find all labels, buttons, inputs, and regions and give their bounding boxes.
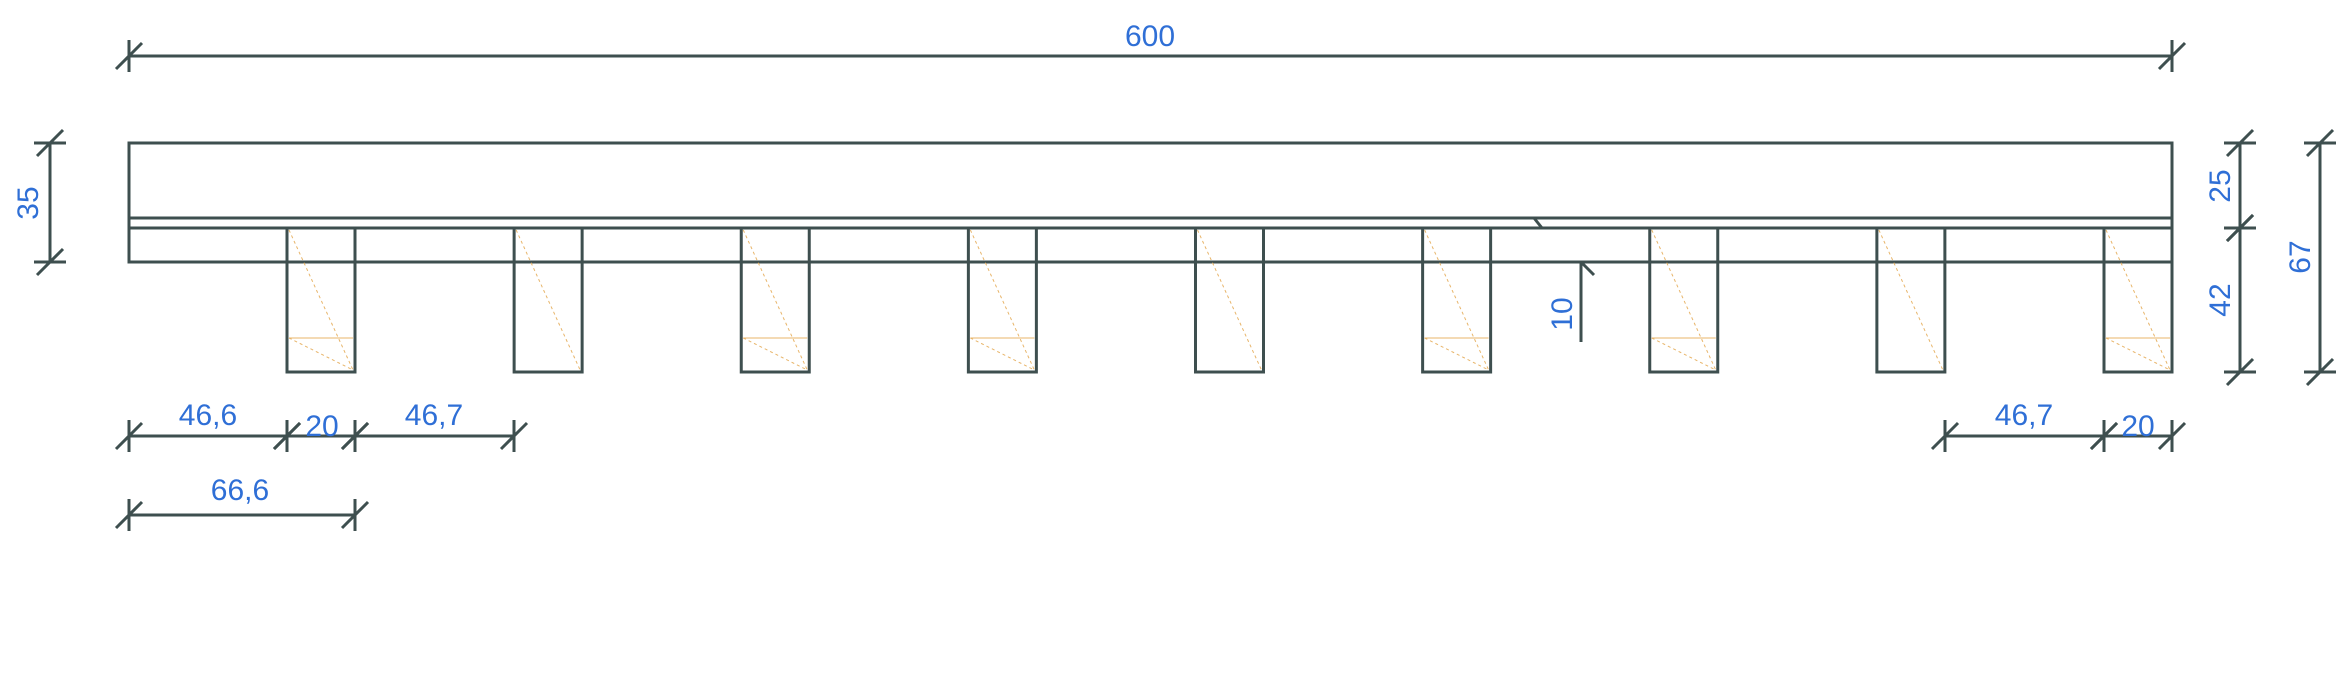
dim-recess: 10	[1546, 297, 1579, 330]
dim-tick	[2157, 421, 2187, 451]
dim-slab-thickness: 35	[12, 186, 45, 219]
dim-tick	[35, 247, 65, 277]
dim-tick	[2157, 41, 2187, 71]
joist	[1875, 226, 1947, 374]
dim-tick	[272, 421, 302, 451]
joist	[512, 226, 584, 374]
joist	[966, 226, 1038, 374]
lower-slab-layer	[127, 226, 2174, 264]
dim-tick	[114, 41, 144, 71]
joists	[285, 226, 2174, 374]
joist	[1648, 226, 1720, 374]
dim-tick	[2089, 421, 2119, 451]
dim-gap-left: 46,6	[179, 399, 237, 432]
dim-top-layer: 25	[2204, 169, 2237, 202]
cut-mark	[1532, 217, 1544, 229]
dim-tick	[2305, 357, 2335, 387]
dim-tick	[35, 128, 65, 158]
dim-tick	[499, 421, 529, 451]
dim-tick	[114, 500, 144, 530]
joist	[285, 226, 357, 374]
dim-joist-below: 42	[2204, 283, 2237, 316]
slab-structure	[127, 141, 2174, 264]
dim-gap-second: 46,7	[405, 399, 463, 432]
upper-slab	[127, 141, 2174, 220]
dim-tick	[2225, 357, 2255, 387]
dim-total-width: 600	[1125, 20, 1175, 53]
dimension-lines	[34, 40, 2336, 531]
dim-tick	[2225, 213, 2255, 243]
dim-total-height: 67	[2284, 240, 2317, 273]
joist	[1194, 226, 1265, 374]
dim-tick	[2305, 128, 2335, 158]
joist	[2102, 226, 2174, 374]
dim-tick	[1930, 421, 1960, 451]
dim-tick	[114, 421, 144, 451]
dim-tick	[340, 421, 370, 451]
dim-tick	[340, 500, 370, 530]
joist	[739, 226, 811, 374]
dim-joist-width-right: 20	[2121, 410, 2154, 443]
dim-joist-width-left: 20	[305, 410, 338, 443]
dim-gap-right: 46,7	[1995, 399, 2053, 432]
dim-axis-first: 66,6	[211, 474, 269, 507]
joist	[1421, 226, 1493, 374]
dim-tick	[2225, 128, 2255, 158]
